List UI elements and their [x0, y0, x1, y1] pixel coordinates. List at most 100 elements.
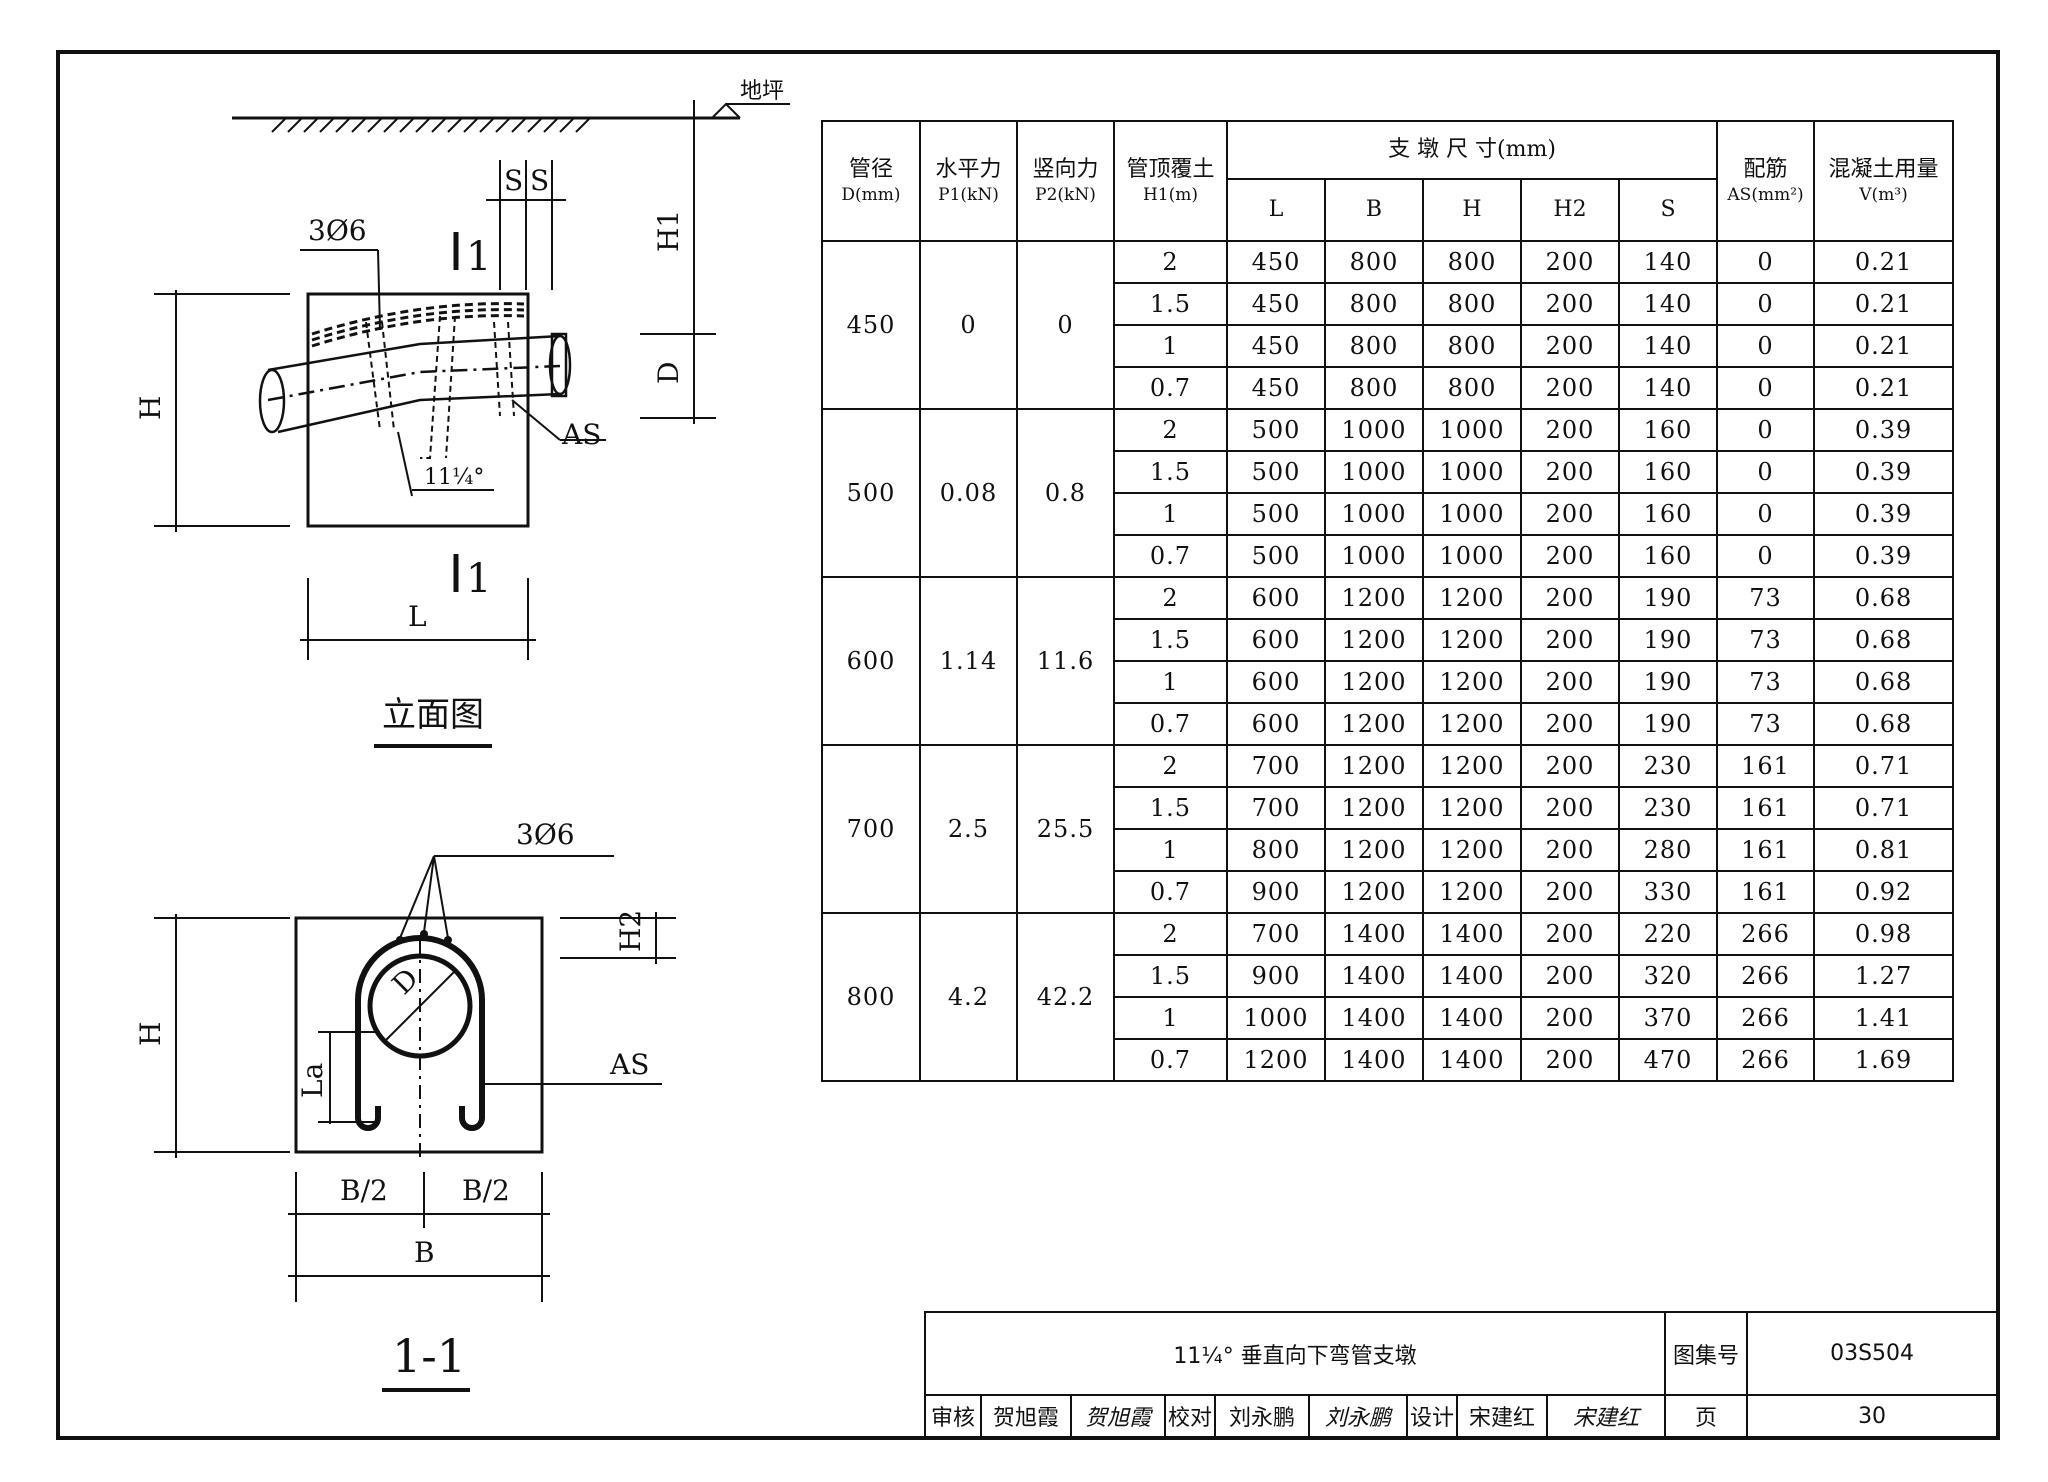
- cell-s: 140: [1617, 366, 1719, 410]
- ground-label: 地坪: [740, 79, 784, 104]
- cell-l: 500: [1226, 534, 1326, 578]
- cell-h2: 200: [1520, 240, 1620, 284]
- cell-v: 0.21: [1813, 366, 1955, 410]
- cell-s: 140: [1617, 324, 1719, 368]
- cell-h: 1200: [1422, 576, 1522, 620]
- cell-l: 450: [1226, 240, 1326, 284]
- cell-v: 0.68: [1813, 576, 1955, 620]
- cell-h2: 200: [1520, 786, 1620, 830]
- dim-la-label: La: [296, 1063, 329, 1098]
- cell-h: 1400: [1422, 954, 1522, 998]
- cell-as: 266: [1716, 954, 1816, 998]
- cell-l: 900: [1226, 870, 1326, 914]
- header-h: H: [1422, 178, 1522, 242]
- cell-h: 800: [1422, 282, 1522, 326]
- cell-h1: 1.5: [1113, 786, 1228, 830]
- header-b: B: [1324, 178, 1424, 242]
- cell-l: 500: [1226, 492, 1326, 536]
- cell-h1: 1.5: [1113, 954, 1228, 998]
- cell-h1: 2: [1113, 408, 1228, 452]
- cell-l: 700: [1226, 786, 1326, 830]
- cell-as: 0: [1716, 240, 1816, 284]
- cell-as: 0: [1716, 408, 1816, 452]
- review-label: 审核: [924, 1394, 982, 1438]
- cell-h1: 1: [1113, 324, 1228, 368]
- cell-dia: 600: [821, 576, 921, 746]
- dim-b-half-left: B/2: [340, 1174, 388, 1207]
- design-label: 设计: [1406, 1394, 1458, 1438]
- ground-hatch: [271, 117, 591, 133]
- cell-h1: 1.5: [1113, 618, 1228, 662]
- cell-s: 320: [1617, 954, 1719, 998]
- cell-l: 600: [1226, 576, 1326, 620]
- cell-as: 161: [1716, 744, 1816, 788]
- cell-h: 1200: [1422, 744, 1522, 788]
- rebar-arcs: [311, 302, 525, 348]
- cell-as: 0: [1716, 450, 1816, 494]
- elevation-caption: 立面图: [382, 695, 484, 735]
- designer-signature: 宋建红: [1545, 1394, 1667, 1438]
- cell-l: 1200: [1226, 1038, 1326, 1082]
- cell-as: 73: [1716, 618, 1816, 662]
- cell-l: 500: [1226, 450, 1326, 494]
- cell-as: 266: [1716, 1038, 1816, 1082]
- cell-l: 600: [1226, 618, 1326, 662]
- drawing-title: 11¼° 垂直向下弯管支墩: [923, 1311, 1667, 1396]
- cell-b: 800: [1324, 324, 1424, 368]
- cell-h2: 200: [1520, 912, 1620, 956]
- cell-h1: 0.7: [1113, 702, 1228, 746]
- cell-h2: 200: [1520, 534, 1620, 578]
- cell-h2: 200: [1520, 450, 1620, 494]
- elev-dim-l-label: L: [408, 600, 427, 633]
- cell-h2: 200: [1520, 744, 1620, 788]
- cell-p1: 0: [919, 240, 1018, 410]
- cell-l: 900: [1226, 954, 1326, 998]
- page-number: 30: [1746, 1394, 1999, 1438]
- cell-b: 1400: [1324, 912, 1424, 956]
- cell-as: 161: [1716, 870, 1816, 914]
- cell-b: 1000: [1324, 408, 1424, 452]
- cell-b: 1200: [1324, 660, 1424, 704]
- cell-h2: 200: [1520, 660, 1620, 704]
- cell-h1: 1.5: [1113, 450, 1228, 494]
- cell-h: 1000: [1422, 534, 1522, 578]
- thrust-block-elevation: [306, 292, 530, 528]
- cell-v: 0.71: [1813, 744, 1955, 788]
- cell-h: 1200: [1422, 702, 1522, 746]
- cell-v: 0.68: [1813, 702, 1955, 746]
- dim-b-label: B: [414, 1236, 435, 1269]
- cell-h1: 1.5: [1113, 282, 1228, 326]
- cell-h: 1200: [1422, 828, 1522, 872]
- section-caption: 1-1: [392, 1329, 466, 1383]
- cell-v: 0.98: [1813, 912, 1955, 956]
- cell-h: 1000: [1422, 492, 1522, 536]
- cell-as: 0: [1716, 492, 1816, 536]
- sec-dim-h-label: H: [134, 1022, 167, 1046]
- cell-dia: 500: [821, 408, 921, 578]
- elev-rebar-label: 3Ø6: [308, 214, 367, 247]
- cell-h1: 2: [1113, 912, 1228, 956]
- cell-p1: 4.2: [919, 912, 1018, 1082]
- cell-h: 800: [1422, 324, 1522, 368]
- cell-h2: 200: [1520, 576, 1620, 620]
- dim-b-half-right: B/2: [462, 1174, 510, 1207]
- cell-as: 73: [1716, 660, 1816, 704]
- cell-v: 0.39: [1813, 408, 1955, 452]
- cell-s: 230: [1617, 744, 1719, 788]
- cell-v: 0.21: [1813, 282, 1955, 326]
- header-dims: 支 墩 尺 寸(mm): [1225, 120, 1719, 180]
- cell-as: 73: [1716, 702, 1816, 746]
- cell-s: 190: [1617, 576, 1719, 620]
- cell-h: 1200: [1422, 786, 1522, 830]
- cell-s: 280: [1617, 828, 1719, 872]
